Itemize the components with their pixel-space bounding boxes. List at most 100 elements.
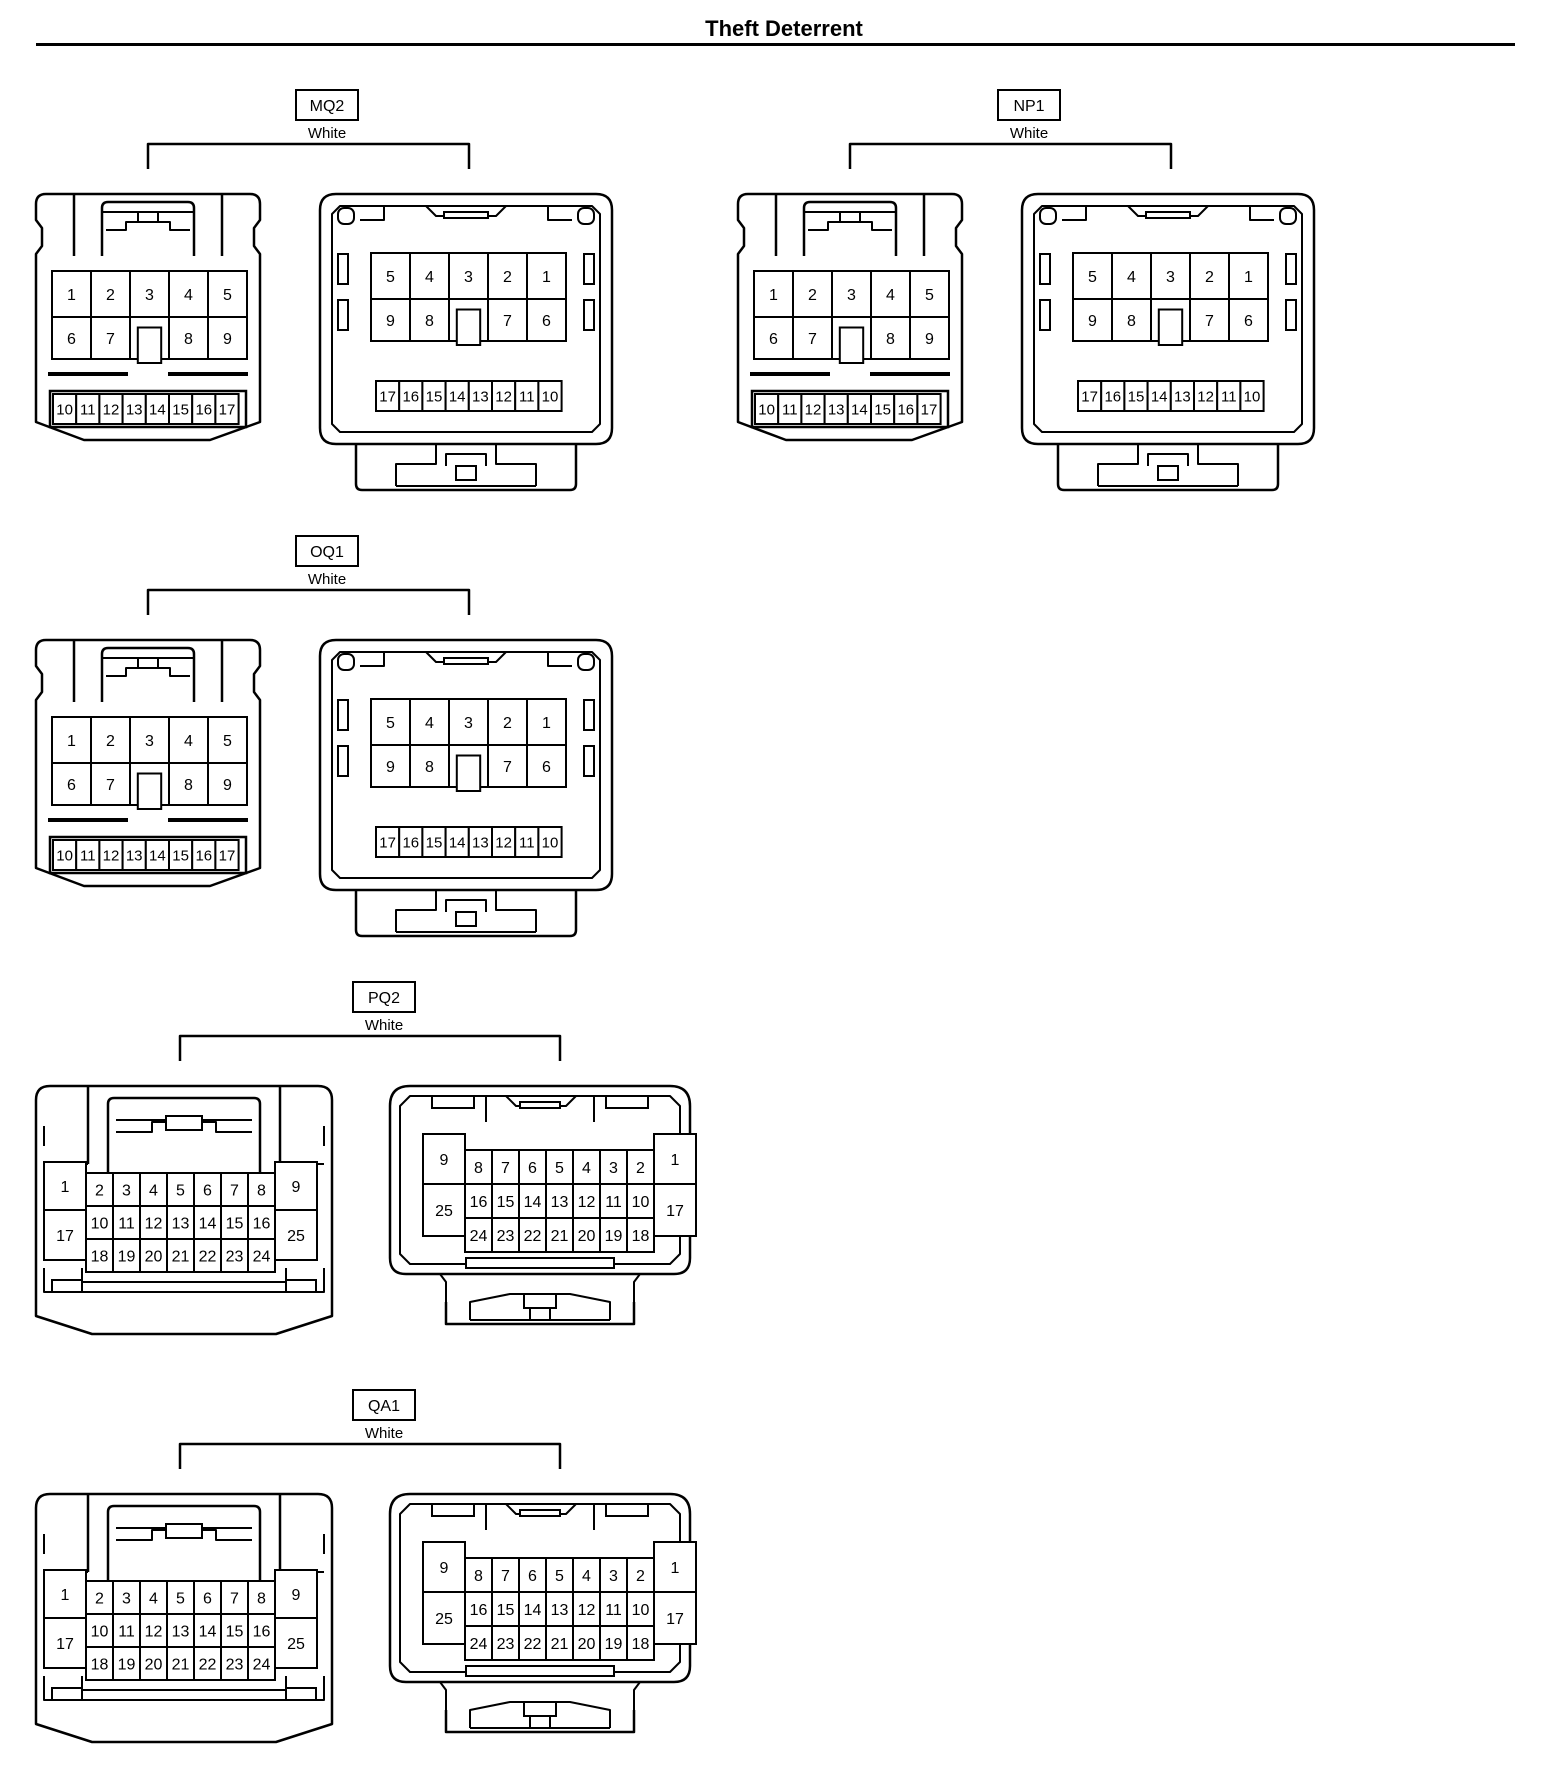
- pin-number: 7: [230, 1590, 239, 1607]
- pin-number: 9: [223, 331, 232, 348]
- housing-part: [51, 1279, 83, 1293]
- pin-number: 5: [555, 1568, 564, 1585]
- pin-box: [168, 762, 209, 806]
- pin-cell: 4: [870, 270, 911, 318]
- pin-number: 8: [474, 1160, 483, 1177]
- pin-number: 7: [501, 1160, 510, 1177]
- housing-outline: [388, 1492, 692, 1684]
- pin-number: 12: [103, 401, 120, 418]
- pin-number: 2: [808, 287, 817, 304]
- pin-cell: 18: [626, 1217, 655, 1253]
- pin-cell: 10: [85, 1613, 114, 1648]
- pin-box: [90, 762, 131, 806]
- pin-cell: 6: [1228, 298, 1269, 342]
- housing-outline: [445, 899, 487, 912]
- pin-number: 5: [176, 1182, 185, 1199]
- pin-number: 5: [925, 287, 934, 304]
- pin-cell: 12: [800, 393, 826, 425]
- pin-cell: 14: [444, 826, 470, 858]
- pin-cell: 1: [43, 1569, 87, 1619]
- pin-number: 16: [897, 401, 914, 418]
- pin-cell: 15: [491, 1591, 520, 1627]
- pin-cell: 6: [753, 316, 794, 360]
- pin-box: [1072, 252, 1113, 300]
- pin-cell: 25: [422, 1183, 466, 1237]
- pin-cell: 4: [409, 252, 450, 300]
- pin-number: 1: [671, 1560, 680, 1577]
- pin-number: 11: [118, 1623, 135, 1640]
- pin-number: 3: [464, 269, 473, 286]
- pin-number: 24: [253, 1248, 271, 1265]
- pin-cell: 7: [220, 1580, 249, 1615]
- pin-number: 8: [184, 777, 193, 794]
- pin-number: 15: [226, 1623, 244, 1640]
- pin-box: [422, 1183, 466, 1237]
- housing-part: [137, 211, 159, 223]
- pin-cell: 4: [572, 1557, 601, 1593]
- key-slot: [1157, 308, 1184, 346]
- connector-code: MQ2: [310, 98, 345, 115]
- housing-part: [51, 1687, 83, 1701]
- pin-cell: 7: [491, 1557, 520, 1593]
- pin-number: 18: [91, 1248, 109, 1265]
- housing-part: [529, 1715, 551, 1729]
- pin-number: 10: [542, 834, 559, 851]
- pin-cell: 8: [247, 1580, 276, 1615]
- pin-box: [166, 1646, 195, 1681]
- pin-number: 20: [578, 1228, 596, 1245]
- pin-box: [214, 393, 240, 425]
- pin-cell: 9: [422, 1133, 466, 1185]
- pin-cell: 1: [526, 252, 567, 300]
- pin-number: 11: [605, 1602, 622, 1619]
- housing-part: [165, 1523, 203, 1539]
- pin-number: 15: [1128, 388, 1145, 405]
- connector-code-box: [997, 89, 1061, 121]
- housing-outline: [1147, 453, 1189, 466]
- pin-box: [247, 1205, 276, 1240]
- pin-cell: 13: [121, 393, 147, 425]
- pin-number: 4: [149, 1590, 158, 1607]
- pin-box: [1228, 298, 1269, 342]
- pin-box: [572, 1217, 601, 1253]
- pin-number: 7: [106, 331, 115, 348]
- pin-box: [491, 1625, 520, 1661]
- pin-number: 10: [542, 388, 559, 405]
- pin-number: 5: [176, 1590, 185, 1607]
- pin-cell: 12: [98, 839, 124, 871]
- housing-outline: [445, 453, 487, 466]
- pin-cell: 2: [487, 698, 528, 746]
- pin-number: 17: [56, 1228, 74, 1245]
- pin-cell: 25: [422, 1591, 466, 1645]
- housing-outline: [34, 192, 262, 442]
- connector-code-box: [352, 1389, 416, 1421]
- pin-cell: 7: [220, 1172, 249, 1207]
- pin-number: 9: [386, 313, 395, 330]
- housing-outline: [100, 200, 196, 256]
- pin-box: [626, 1625, 655, 1661]
- housing-outline: [34, 638, 262, 888]
- pin-box: [166, 1205, 195, 1240]
- pin-number: 13: [172, 1215, 190, 1232]
- pin-cell: 17: [1077, 380, 1103, 412]
- pin-number: 15: [874, 401, 891, 418]
- pin-cell: 10: [52, 393, 78, 425]
- connector-color: White: [365, 1017, 403, 1034]
- housing-part: [523, 1701, 557, 1717]
- housing-outline: [318, 638, 614, 892]
- pin-number: 15: [426, 834, 443, 851]
- pin-box: [537, 826, 563, 858]
- pin-cell: 8: [1111, 298, 1152, 342]
- pin-cell: 6: [193, 1172, 222, 1207]
- pin-number: 17: [921, 401, 938, 418]
- pin-number: 4: [184, 733, 193, 750]
- pin-box: [599, 1217, 628, 1253]
- pin-box: [1189, 252, 1230, 300]
- pin-number: 9: [1088, 313, 1097, 330]
- pin-cell: 3: [129, 716, 170, 764]
- pin-cell: 3: [448, 698, 489, 746]
- pin-box: [112, 1646, 141, 1681]
- pin-cell: 23: [220, 1238, 249, 1273]
- pin-cell: 5: [545, 1557, 574, 1593]
